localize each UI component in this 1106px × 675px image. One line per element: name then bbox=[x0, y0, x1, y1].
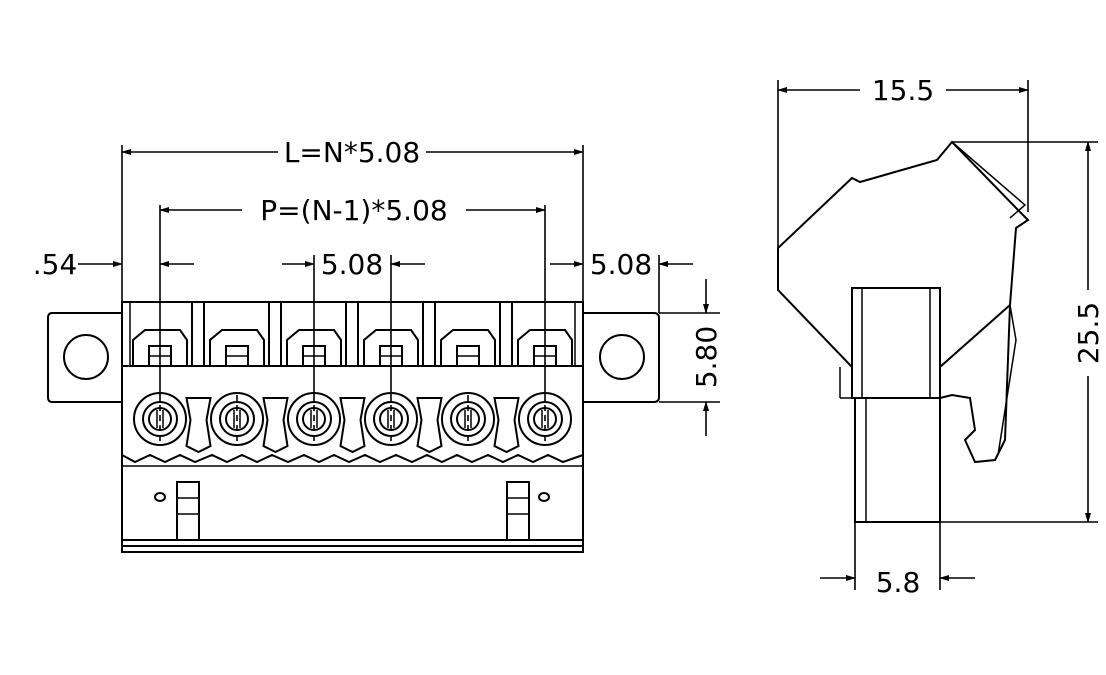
flange-offset-label: .54 bbox=[33, 248, 78, 281]
terminal-separator bbox=[262, 397, 289, 454]
pin-housing-cell bbox=[286, 329, 342, 366]
overall-length-label: L=N*5.08 bbox=[284, 136, 420, 169]
side-bottom-width-label: 5.8 bbox=[876, 566, 921, 599]
cell-divider bbox=[191, 301, 205, 367]
front-view: L=N*5.08 P=(N-1)*5.08 .54 5.08 5.08 5.80 bbox=[33, 136, 723, 553]
pin-housing-cell bbox=[517, 329, 573, 366]
front-dimensions: L=N*5.08 P=(N-1)*5.08 .54 5.08 5.08 5.80 bbox=[33, 136, 723, 436]
pin-positions bbox=[132, 301, 573, 454]
side-width-label: 15.5 bbox=[872, 74, 934, 107]
pitch-label: 5.08 bbox=[321, 248, 383, 281]
side-height-label: 25.5 bbox=[1072, 302, 1105, 364]
left-mounting-flange bbox=[47, 312, 122, 403]
side-body bbox=[777, 140, 1030, 523]
right-mounting-flange bbox=[583, 312, 660, 403]
pin-housing-cell bbox=[209, 329, 265, 366]
side-dimensions: 15.5 25.5 5.8 bbox=[777, 74, 1105, 599]
cell-divider bbox=[499, 301, 513, 367]
pitch-span-label: P=(N-1)*5.08 bbox=[260, 194, 447, 227]
terminal-separator bbox=[493, 397, 520, 454]
cell-divider bbox=[422, 301, 436, 367]
terminal-separator bbox=[185, 397, 212, 454]
pin-housing-cell bbox=[363, 329, 419, 366]
height-label: 5.80 bbox=[690, 326, 723, 388]
cell-divider bbox=[345, 301, 359, 367]
side-view: 15.5 25.5 5.8 bbox=[777, 74, 1105, 599]
pin-housing-cell bbox=[440, 329, 496, 366]
terminal-separator bbox=[416, 397, 443, 454]
terminal-separator bbox=[339, 397, 366, 454]
end-pitch-label: 5.08 bbox=[590, 248, 652, 281]
pin-housing-cell bbox=[132, 329, 188, 366]
cell-divider bbox=[268, 301, 282, 367]
